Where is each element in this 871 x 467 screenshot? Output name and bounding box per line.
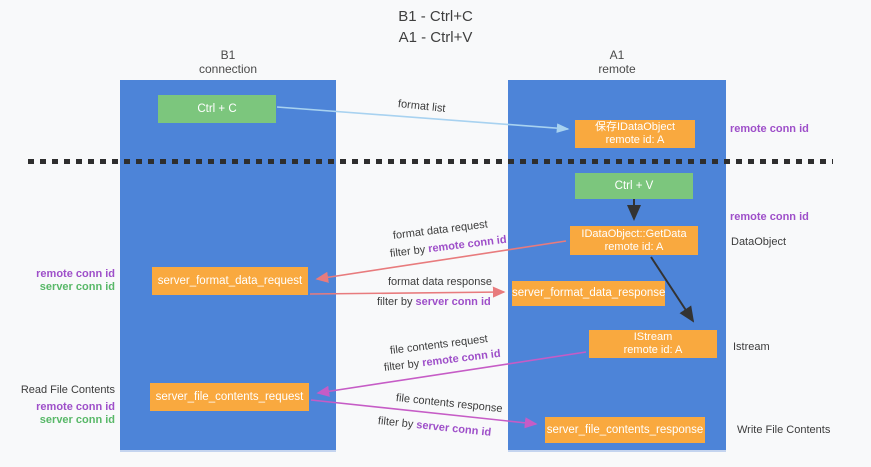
node-istream: IStream remote id: A (589, 330, 717, 358)
edge-label-filter-server-2: filter by server conn id (377, 415, 491, 439)
node-istream-line1: IStream (633, 331, 673, 343)
node-getdata-line1: IDataObject::GetData (581, 227, 687, 240)
lane-b1-name: B1 (220, 48, 236, 62)
node-server-format-data-response-label: server_format_data_response (512, 287, 666, 299)
node-ctrl-c: Ctrl + C (158, 95, 276, 123)
node-save-idataobject-line2: remote id: A (605, 134, 665, 146)
node-server-file-contents-response: server_file_contents_response (545, 417, 705, 443)
node-ctrl-c-label: Ctrl + C (197, 103, 237, 115)
lane-header-a1: A1 remote (508, 48, 726, 76)
left-server-conn-id-bottom: server conn id (39, 414, 115, 426)
left-server-conn-id-top: server conn id (39, 281, 115, 293)
node-istream-line2: remote id: A (623, 344, 683, 356)
dashed-separator (28, 159, 833, 164)
arrow-format-data-response (309, 286, 506, 298)
lane-a1-name: A1 (609, 48, 625, 62)
node-server-format-data-request: server_format_data_request (152, 267, 308, 295)
edge-label-format-data-response: format data response (388, 276, 492, 288)
node-server-file-contents-response-label: server_file_contents_response (546, 423, 704, 436)
node-server-format-data-response: server_format_data_response (512, 281, 665, 306)
right-remote-conn-id-mid: remote conn id (730, 211, 809, 223)
right-write-file-contents-label: Write File Contents (737, 424, 831, 436)
filter-by-text: filter by (377, 415, 414, 431)
node-server-format-data-request-label: server_format_data_request (157, 274, 303, 287)
node-idataobject-getdata: IDataObject::GetData remote id: A (570, 226, 698, 255)
server-conn-id-text: server conn id (415, 419, 492, 439)
remote-conn-id-text: remote conn id (427, 233, 508, 256)
diagram-title: B1 - Ctrl+C A1 - Ctrl+V (0, 6, 871, 48)
lane-header-b1: B1 connection (120, 48, 336, 76)
node-save-idataobject: 保存IDataObject remote id: A (575, 120, 695, 148)
filter-by-text: filter by (389, 243, 426, 260)
filter-by-text: filter by (383, 357, 420, 374)
node-ctrl-v-label: Ctrl + V (614, 180, 654, 192)
title-line-1: B1 - Ctrl+C (398, 8, 473, 25)
node-server-file-contents-request: server_file_contents_request (150, 383, 309, 411)
lane-b1-role: connection (198, 62, 258, 76)
left-remote-conn-id-bottom: remote conn id (36, 401, 115, 413)
right-remote-conn-id-top: remote conn id (730, 123, 809, 135)
edge-label-filter-server-1: filter by server conn id (377, 296, 491, 308)
node-save-idataobject-line1: 保存IDataObject (594, 121, 676, 133)
left-read-file-contents-label: Read File Contents (20, 384, 115, 396)
node-server-file-contents-request-label: server_file_contents_request (155, 390, 304, 403)
lane-a1-role: remote (598, 62, 636, 76)
right-dataobject-label: DataObject (731, 236, 787, 248)
edge-label-format-list: format list (397, 98, 447, 115)
right-istream-label: Istream (733, 341, 770, 353)
node-getdata-line2: remote id: A (604, 240, 664, 253)
server-conn-id-text: server conn id (415, 296, 491, 308)
filter-by-text: filter by (377, 296, 413, 308)
left-remote-conn-id-top: remote conn id (36, 268, 115, 280)
edge-label-file-contents-response: file contents response (395, 392, 504, 416)
title-line-2: A1 - Ctrl+V (398, 29, 473, 46)
node-ctrl-v: Ctrl + V (575, 173, 693, 199)
